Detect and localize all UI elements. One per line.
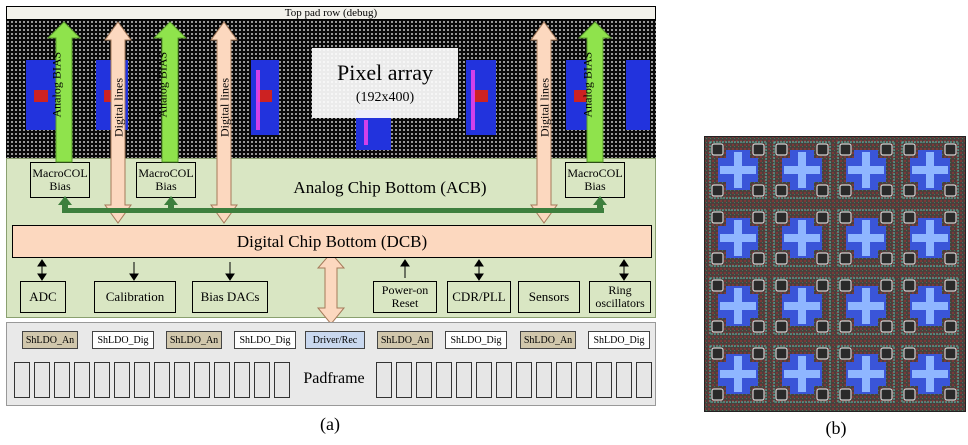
padframe-label: Padframe xyxy=(303,370,365,387)
ldo-box: ShLDO_An xyxy=(166,331,222,349)
pad xyxy=(636,362,652,398)
sensors-block: Sensors xyxy=(518,281,580,313)
pad xyxy=(596,362,612,398)
pad xyxy=(496,362,512,398)
pixel-array-size: (192x400) xyxy=(355,90,415,105)
pad xyxy=(134,362,150,398)
macrocol-bias-box: MacroCOL Bias xyxy=(136,162,196,198)
pad xyxy=(34,362,50,398)
dcb-bar: Digital Chip Bottom (DCB) xyxy=(12,225,652,258)
pad xyxy=(54,362,70,398)
pad xyxy=(396,362,412,398)
driver-rec-box: Driver/Rec xyxy=(305,331,365,349)
pad xyxy=(274,362,290,398)
power-on-reset-block: Power-on Reset xyxy=(373,281,437,313)
digital-lines-arrows xyxy=(104,21,558,224)
macrocol-bias-box: MacroCOL Bias xyxy=(565,162,625,198)
pixel-array-label-box: Pixel array (192x400) xyxy=(312,48,458,118)
ring-oscillators-block: Ring oscillators xyxy=(589,281,651,313)
adc-block: ADC xyxy=(20,281,66,313)
pixel-cells xyxy=(26,60,650,150)
top-pad-row-label: Top pad row (debug) xyxy=(284,7,378,19)
pad xyxy=(174,362,190,398)
pad xyxy=(154,362,170,398)
pad xyxy=(516,362,532,398)
analog-bias-label: Analog BIAS xyxy=(580,51,595,118)
analog-bias-label: Analog BIAS xyxy=(155,51,170,118)
pad xyxy=(114,362,130,398)
ldo-box: ShLDO_An xyxy=(22,331,78,349)
pad xyxy=(536,362,552,398)
pad xyxy=(476,362,492,398)
pad xyxy=(556,362,572,398)
pad xyxy=(234,362,250,398)
pad xyxy=(194,362,210,398)
pad xyxy=(94,362,110,398)
digital-lines-label: Digital lines xyxy=(111,78,126,137)
pad xyxy=(436,362,452,398)
pad xyxy=(416,362,432,398)
chip-layout-b xyxy=(703,135,967,413)
ldo-box: ShLDO_An xyxy=(520,331,576,349)
pad xyxy=(74,362,90,398)
analog-bias-label: Analog BIAS xyxy=(49,51,64,118)
caption-a: (a) xyxy=(320,414,340,434)
small-block-arrows xyxy=(37,259,629,281)
ldo-box: ShLDO_An xyxy=(377,331,433,349)
cdr-pll-block: CDR/PLL xyxy=(447,281,511,313)
ldo-box: ShLDO_Dig xyxy=(588,331,650,349)
ldo-box: ShLDO_Dig xyxy=(92,331,154,349)
pixel-array-title: Pixel array xyxy=(337,60,433,85)
digital-lines-label: Digital lines xyxy=(537,78,552,137)
caption-b: (b) xyxy=(825,418,847,438)
pad xyxy=(376,362,392,398)
ldo-box: ShLDO_Dig xyxy=(445,331,507,349)
pad xyxy=(576,362,592,398)
analog-bias-arrows xyxy=(46,21,613,163)
pad xyxy=(616,362,632,398)
digital-lines-label: Digital lines xyxy=(217,78,232,137)
bias-dacs-block: Bias DACs xyxy=(192,281,268,313)
pad xyxy=(254,362,270,398)
dcb-label: Digital Chip Bottom (DCB) xyxy=(236,231,428,251)
green-bias-bus xyxy=(58,196,607,213)
chip-layout-image xyxy=(703,135,967,413)
calibration-block: Calibration xyxy=(94,281,176,313)
ldo-box: ShLDO_Dig xyxy=(234,331,296,349)
pad xyxy=(14,362,30,398)
top-pad-row: Top pad row (debug) xyxy=(6,6,656,20)
pad xyxy=(214,362,230,398)
pad xyxy=(456,362,472,398)
dcb-driver-arrow xyxy=(316,252,346,325)
macrocol-bias-box: MacroCOL Bias xyxy=(30,162,90,198)
acb-label: Analog Chip Bottom (ACB) xyxy=(293,178,487,197)
